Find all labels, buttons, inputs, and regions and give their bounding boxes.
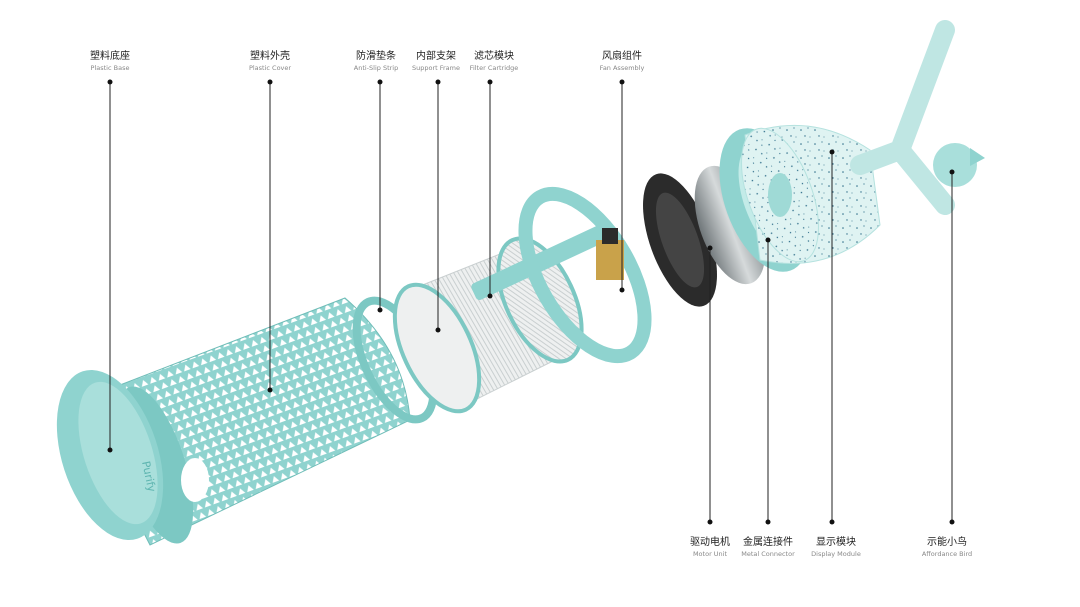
callout-motor-unit: 驱动电机 Motor Unit — [650, 536, 770, 559]
callout-zh: 示能小鸟 — [927, 537, 967, 548]
leader-display-module — [829, 149, 835, 525]
callout-en: Affordance Bird — [921, 550, 973, 558]
plastic-base-shape: Purify — [56, 370, 164, 540]
callout-zh: 防滑垫条 — [356, 51, 396, 62]
callout-zh: 内部支架 — [416, 51, 456, 62]
callout-zh: 风扇组件 — [602, 51, 642, 62]
callout-en: Fan Assembly — [599, 64, 645, 72]
callout-plastic-cover: 塑料外壳 Plastic Cover — [210, 50, 330, 73]
callout-display-module: 显示模块 Display Module — [776, 536, 896, 559]
leader-filter-cartridge — [487, 79, 493, 299]
support-frame-shape — [471, 186, 652, 364]
callout-filter-cartridge: 滤芯模块 Filter Cartridge — [434, 50, 554, 73]
callout-zh: 显示模块 — [816, 537, 856, 548]
brand-logo-text: Purify — [139, 460, 158, 494]
leader-plastic-cover — [267, 79, 273, 393]
leader-plastic-base — [107, 79, 113, 453]
callout-en: Support Frame — [411, 64, 460, 72]
affordance-bird-shape — [850, 20, 985, 215]
callout-zh: 塑料底座 — [90, 51, 130, 62]
display-module-shape — [741, 124, 881, 264]
callout-zh: 塑料外壳 — [250, 51, 290, 62]
callout-en: Filter Cartridge — [469, 64, 519, 72]
callout-en: Plastic Base — [90, 64, 130, 72]
callout-zh: 金属连接件 — [743, 537, 793, 548]
callout-fan-assembly: 风扇组件 Fan Assembly — [562, 50, 682, 73]
callout-en: Display Module — [811, 550, 861, 558]
callout-affordance-bird: 示能小鸟 Affordance Bird — [887, 536, 1007, 559]
callout-en: Anti-Slip Strip — [353, 64, 399, 72]
callout-zh: 滤芯模块 — [474, 51, 514, 62]
leader-fan-assembly — [619, 79, 625, 293]
leader-anti-slip-strip — [377, 79, 383, 313]
callout-en: Metal Connector — [741, 550, 795, 558]
callout-support-frame: 内部支架 Support Frame — [376, 50, 496, 73]
callout-metal-connector: 金属连接件 Metal Connector — [708, 536, 828, 559]
callout-anti-slip-strip: 防滑垫条 Anti-Slip Strip — [316, 50, 436, 73]
callout-plastic-base: 塑料底座 Plastic Base — [50, 50, 170, 73]
fan-assembly-shape — [643, 173, 717, 307]
leader-metal-connector — [765, 237, 771, 525]
callout-en: Plastic Cover — [248, 64, 292, 72]
leader-support-frame — [435, 79, 441, 333]
leader-affordance-bird — [949, 169, 955, 525]
callout-zh: 驱动电机 — [690, 537, 730, 548]
callout-en: Motor Unit — [692, 550, 728, 558]
leader-motor-unit — [707, 245, 713, 525]
